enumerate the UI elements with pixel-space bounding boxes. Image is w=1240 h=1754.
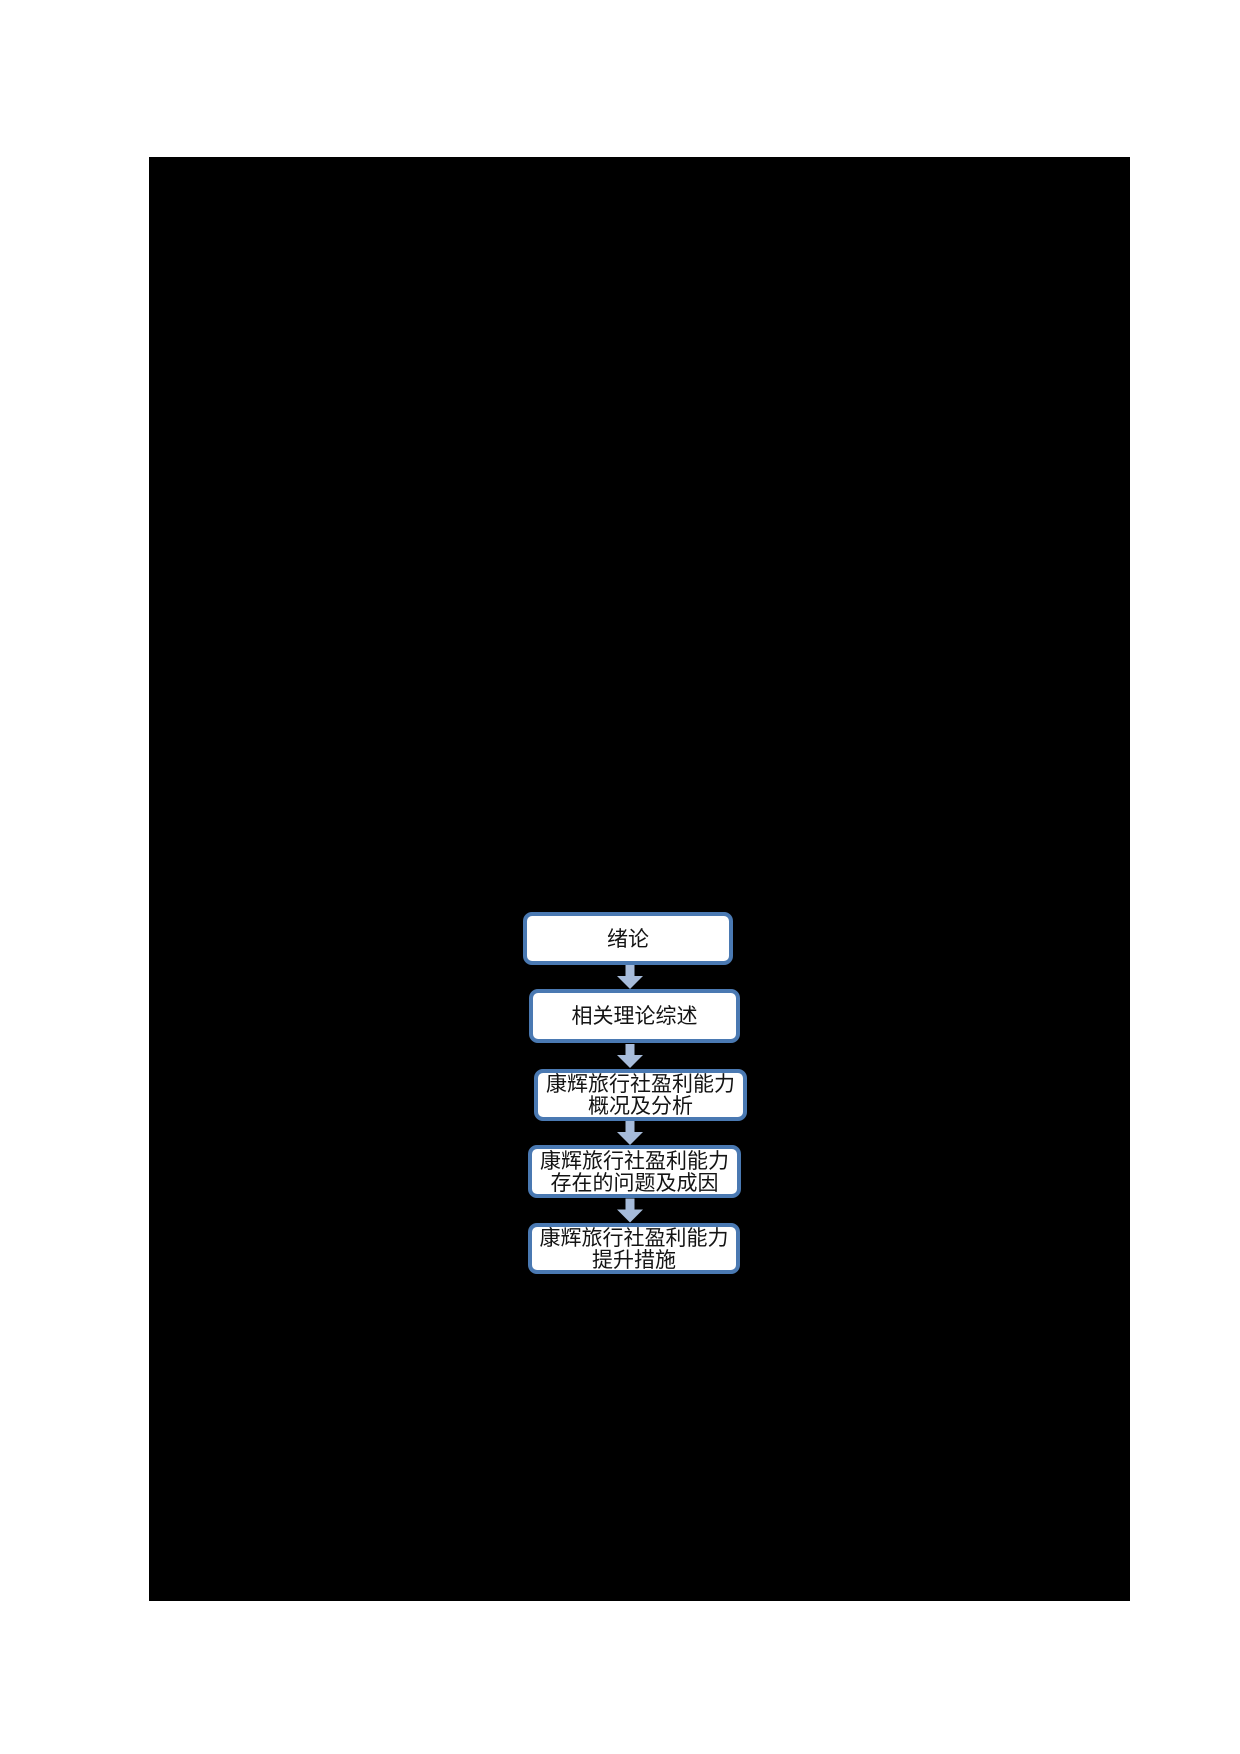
flow-node-improvement-measures: 康辉旅行社盈利能力 提升措施 xyxy=(528,1223,740,1274)
flow-node-introduction: 绪论 xyxy=(523,912,733,965)
flow-node-label: 相关理论综述 xyxy=(571,1004,698,1028)
flow-node-label: 绪论 xyxy=(607,926,649,951)
flow-node-label: 提升措施 xyxy=(592,1247,676,1272)
flow-node-label: 存在的问题及成因 xyxy=(550,1170,719,1195)
flow-node-label: 康辉旅行社盈利能力 xyxy=(540,1148,729,1173)
flow-node-theory-review: 相关理论综述 xyxy=(529,989,740,1043)
flow-node-overview-analysis: 康辉旅行社盈利能力 概况及分析 xyxy=(534,1069,747,1121)
flow-node-label: 康辉旅行社盈利能力 xyxy=(546,1072,735,1096)
down-arrow-icon xyxy=(617,1044,643,1068)
down-arrow-icon xyxy=(617,1121,643,1145)
flow-node-label: 概况及分析 xyxy=(588,1094,693,1118)
flow-node-problems-causes: 康辉旅行社盈利能力 存在的问题及成因 xyxy=(528,1145,741,1198)
down-arrow-icon xyxy=(617,1198,643,1223)
figure-canvas: 绪论 相关理论综述 康辉旅行社盈利能力 概况及分析 康辉旅行社盈利能力 存在的问… xyxy=(149,157,1130,1601)
down-arrow-icon xyxy=(617,965,643,989)
flow-node-label: 康辉旅行社盈利能力 xyxy=(539,1225,729,1250)
